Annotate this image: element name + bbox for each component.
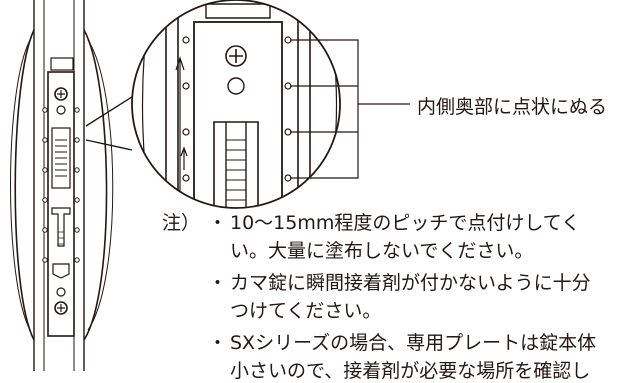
note-line: 10〜15mm程度のピッチで点付けしてく [230,212,581,234]
door-stile-outline [33,0,85,371]
lock-installation-diagram [10,0,410,371]
note-line: つけてください。 [230,300,382,322]
note-bullet: ・ [208,212,228,234]
note-bullet: ・ [208,332,228,354]
screw-top-icon [54,87,68,101]
note-bullet: ・ [208,272,228,294]
note-line: 小さいので、接着剤が必要な場所を確認し [230,360,591,382]
note-label: 注） [162,212,201,234]
callout-label: 内側奥部に点状にぬる [417,96,608,118]
leader-lines [290,39,410,179]
gasket-left [14,29,35,341]
magnified-detail [132,0,340,208]
gasket-right [83,29,108,341]
key-slot-icon [51,207,71,247]
zoom-screw-icon [225,45,247,67]
note-line: い。大量に塗布しないでください。 [230,240,534,262]
note-line: SXシリーズの場合、専用プレートは錠本体 [230,332,597,354]
screw-bottom-icon [54,301,68,315]
note-line: カマ錠に瞬間接着剤が付かないように十分 [230,272,591,294]
